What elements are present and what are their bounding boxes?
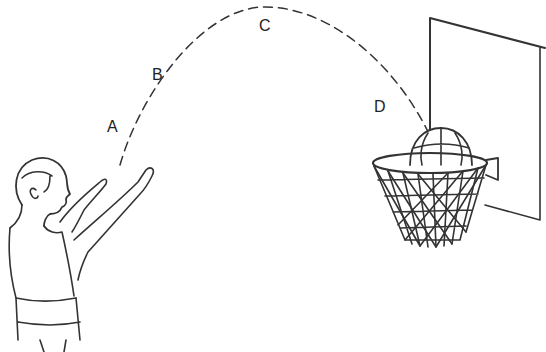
point-label: B bbox=[152, 67, 163, 83]
player-shirt bbox=[9, 226, 76, 301]
ball-trajectory bbox=[120, 7, 432, 165]
point-label: C bbox=[259, 18, 271, 34]
backboard-edge bbox=[485, 47, 540, 220]
player-hair bbox=[22, 172, 52, 192]
player-ear bbox=[30, 188, 38, 198]
basketball bbox=[410, 128, 472, 165]
player-head bbox=[16, 158, 70, 226]
player-arm-back bbox=[60, 179, 107, 232]
point-label: A bbox=[107, 119, 118, 135]
rim-bracket bbox=[486, 158, 498, 180]
player-arm-front bbox=[74, 168, 153, 280]
player-neck bbox=[10, 205, 22, 228]
basket-net bbox=[374, 165, 486, 247]
net-cross bbox=[374, 165, 486, 247]
player-shorts bbox=[16, 298, 80, 352]
basket-rim bbox=[373, 153, 487, 173]
ball-seams bbox=[414, 128, 469, 165]
point-label: D bbox=[374, 99, 386, 115]
